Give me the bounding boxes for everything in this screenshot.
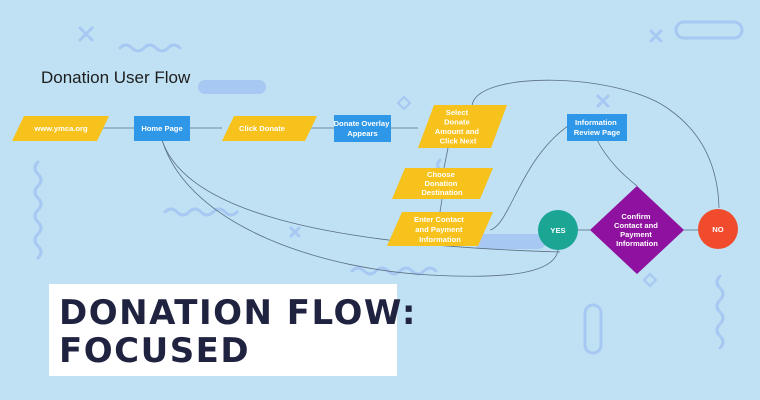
decor-cross xyxy=(596,94,610,108)
node-confirm-line-4: Information xyxy=(616,239,658,248)
node-confirm-line-2: Contact and xyxy=(614,221,658,230)
decor-pill-solid xyxy=(198,80,266,94)
node-donate-overlay-line-2: Appears xyxy=(347,129,377,138)
node-enter-contact-line-2: and Payment xyxy=(415,225,463,234)
node-yes: YES xyxy=(538,210,578,250)
node-donate-overlay: Donate Overlay Appears xyxy=(334,115,392,142)
decor-pill-outline xyxy=(674,20,744,40)
node-select-amount: Select Donate Amount and Click Next xyxy=(418,105,507,148)
node-ymca-label: www.ymca.org xyxy=(33,124,88,133)
decor-wave xyxy=(715,274,725,350)
node-select-amount-line-1: Select xyxy=(446,108,469,117)
connector xyxy=(596,139,638,187)
node-yes-shape xyxy=(538,210,578,250)
decor-pill-solid xyxy=(474,234,546,249)
node-no-shape xyxy=(698,209,738,249)
node-confirm: Confirm Contact and Payment Information xyxy=(590,186,684,274)
node-confirm-line-3: Payment xyxy=(620,230,652,239)
connector xyxy=(443,147,449,169)
node-confirm-shape xyxy=(590,186,684,274)
node-click-donate-label: Click Donate xyxy=(239,124,285,133)
node-donate-overlay-shape xyxy=(334,115,391,142)
node-donate-overlay-label: Donate Overlay Appears xyxy=(334,119,392,138)
node-review-page-line-1: Information xyxy=(575,118,617,127)
connector xyxy=(161,139,559,277)
node-home-page: Home Page xyxy=(134,116,190,141)
node-no-line-1: NO xyxy=(712,225,723,234)
decor-cross xyxy=(289,226,301,238)
connector xyxy=(489,125,569,231)
node-choose-destination-shape xyxy=(392,168,493,199)
node-home-page-shape xyxy=(134,116,190,141)
connector xyxy=(161,139,561,253)
node-click-donate-line-1: Click Donate xyxy=(239,124,285,133)
node-enter-contact-line-3: Information xyxy=(419,235,461,244)
decor-pill-outline xyxy=(583,303,603,355)
node-ymca: www.ymca.org xyxy=(12,116,109,141)
connector xyxy=(471,79,720,209)
node-home-page-label: Home Page xyxy=(141,124,182,133)
node-ymca-shape xyxy=(12,116,109,141)
node-enter-contact: Enter Contact and Payment Information xyxy=(387,212,493,246)
decor-wave xyxy=(118,43,182,53)
decor-wave xyxy=(163,207,239,217)
diagram-title: Donation User Flow xyxy=(41,68,191,87)
decor-cross xyxy=(78,26,94,42)
node-click-donate-shape xyxy=(222,116,317,141)
node-no: NO xyxy=(698,209,738,249)
decor-diamond xyxy=(396,95,412,111)
node-donate-overlay-line-1: Donate Overlay xyxy=(334,119,390,128)
node-select-amount-label: Select Donate Amount and Click Next xyxy=(435,108,481,146)
node-select-amount-line-3: Amount and xyxy=(435,127,480,136)
headline-box: DONATION FLOW: FOCUSED xyxy=(49,284,417,376)
node-choose-destination-line-2: Donation xyxy=(424,179,457,188)
node-enter-contact-label: Enter Contact and Payment Information xyxy=(414,215,466,244)
flow-nodes: www.ymca.org Home Page Click Donate Dona… xyxy=(12,105,738,274)
node-review-page: Information Review Page xyxy=(567,114,627,141)
node-confirm-label: Confirm Contact and Payment Information xyxy=(614,212,660,248)
headline-line-2: FOCUSED xyxy=(59,331,251,371)
node-no-label: NO xyxy=(712,225,723,234)
node-review-page-line-2: Review Page xyxy=(574,128,620,137)
node-select-amount-line-4: Click Next xyxy=(440,137,477,146)
decor-wave xyxy=(350,266,438,276)
decor-wave xyxy=(33,160,43,260)
node-choose-destination-line-3: Destination xyxy=(421,188,463,197)
node-home-page-line-1: Home Page xyxy=(141,124,182,133)
node-choose-destination: Choose Donation Destination xyxy=(392,168,493,199)
node-enter-contact-line-1: Enter Contact xyxy=(414,215,464,224)
node-ymca-line-1: www.ymca.org xyxy=(33,124,88,133)
flow-connectors xyxy=(97,79,720,277)
decor-cross xyxy=(649,29,663,43)
node-confirm-line-1: Confirm xyxy=(621,212,650,221)
node-choose-destination-label: Choose Donation Destination xyxy=(421,170,463,197)
node-select-amount-shape xyxy=(418,105,507,148)
connector xyxy=(439,198,443,213)
node-select-amount-line-2: Donate xyxy=(444,118,470,127)
node-click-donate: Click Donate xyxy=(222,116,317,141)
node-enter-contact-shape xyxy=(387,212,493,246)
decor-diamond xyxy=(642,272,658,288)
node-review-page-shape xyxy=(567,114,627,141)
headline-line-1: DONATION FLOW: xyxy=(59,293,417,333)
node-choose-destination-line-1: Choose xyxy=(427,170,455,179)
node-yes-label: YES xyxy=(550,226,565,235)
node-review-page-label: Information Review Page xyxy=(574,118,620,137)
node-yes-line-1: YES xyxy=(550,226,565,235)
